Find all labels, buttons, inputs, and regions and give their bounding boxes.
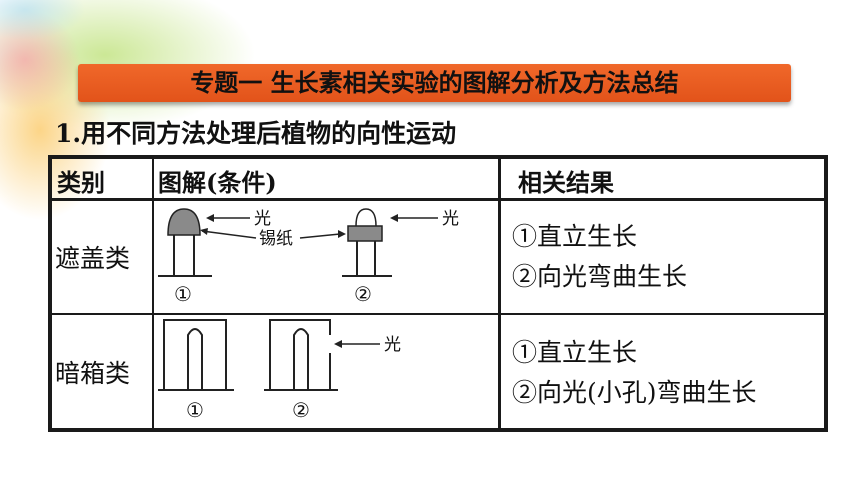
row-category-darkbox: 暗箱类: [55, 359, 131, 388]
light-arrow-1: [206, 214, 250, 222]
plant-label-2: ②: [354, 282, 372, 306]
result-darkbox-1: ①直立生长: [512, 338, 638, 367]
table-divider-col1: [152, 159, 154, 428]
row-category-covering: 遮盖类: [55, 244, 131, 273]
light-label-2: 光: [442, 209, 459, 229]
table-divider-row: [52, 313, 824, 315]
experiment-table: 类别 图解(条件) 相关结果 遮盖类 光 锡纸: [48, 155, 828, 432]
result-covering-1: ①直立生长: [512, 222, 638, 251]
plant-label-1: ①: [174, 282, 192, 306]
darkbox-diagram: 光 ① ②: [158, 319, 401, 422]
light-arrow-3: [334, 340, 380, 348]
dark-box-2: [264, 319, 338, 391]
table-divider-header: [52, 198, 824, 201]
header-diagram: 图解(条件): [158, 168, 277, 197]
box-label-1: ①: [186, 398, 204, 422]
light-label-3: 光: [384, 335, 401, 355]
light-arrow-2: [390, 214, 438, 222]
result-darkbox-2: ②向光(小孔)弯曲生长: [512, 378, 757, 407]
header-category: 类别: [57, 168, 105, 197]
result-covering-2: ②向光弯曲生长: [512, 262, 688, 291]
section-heading: 1.用不同方法处理后植物的向性运动: [55, 119, 457, 148]
banner-title: 专题一 生长素相关实验的图解分析及方法总结: [190, 69, 679, 97]
dark-box-1: [158, 319, 234, 391]
plant-2-foil-band: [342, 208, 392, 277]
plant-1-foil-cap: [158, 208, 212, 277]
box-label-2: ②: [292, 398, 310, 422]
foil-arrow: [200, 228, 346, 239]
covering-diagram: 光 锡纸 光 ① ②: [158, 208, 459, 306]
foil-label: 锡纸: [259, 229, 293, 249]
table-divider-col2: [498, 159, 501, 428]
light-label-1: 光: [254, 209, 271, 229]
header-results: 相关结果: [518, 168, 614, 197]
topic-banner: 专题一 生长素相关实验的图解分析及方法总结: [78, 64, 791, 102]
